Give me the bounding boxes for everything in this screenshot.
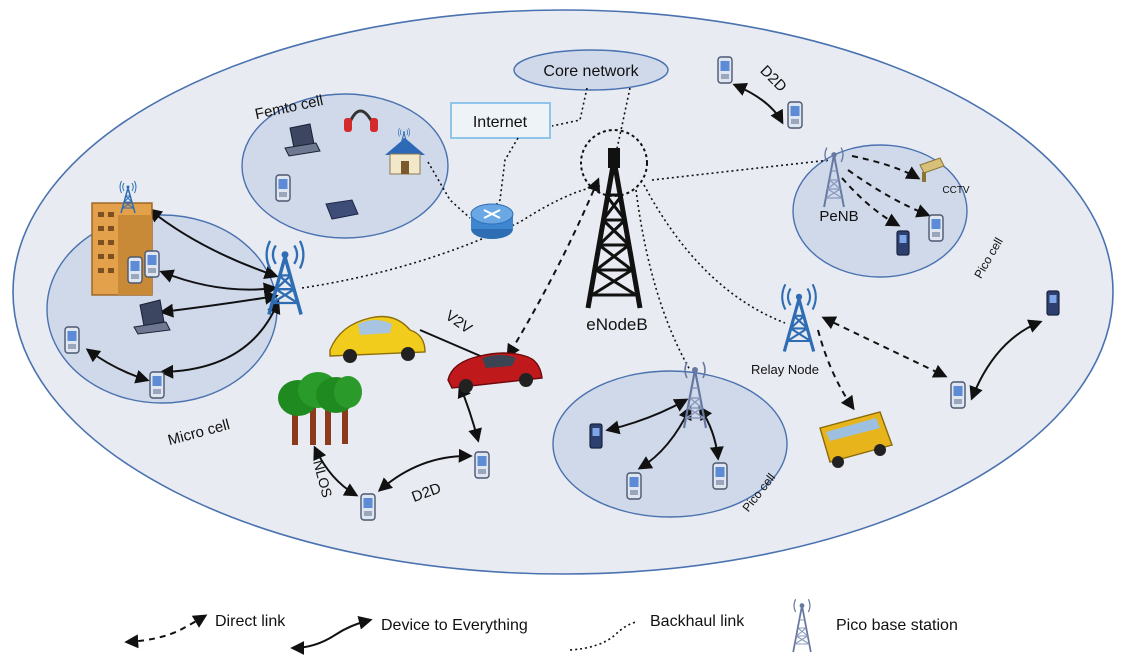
router-icon xyxy=(470,203,514,239)
phone-icon xyxy=(275,174,291,202)
backhaul-enodeb-penb xyxy=(651,159,831,181)
yellow-car-icon xyxy=(329,315,426,363)
legend: Direct link Device to Everything Backhau… xyxy=(124,598,958,655)
bus-icon xyxy=(819,411,893,468)
legend-d2x-label: Device to Everything xyxy=(381,617,528,634)
trees-icon xyxy=(278,372,362,445)
legend-backhaul: Backhaul link xyxy=(569,613,745,651)
backhaul-core-internet xyxy=(551,87,588,127)
d2x-tower-phone xyxy=(159,269,278,297)
legend-direct-link: Direct link xyxy=(124,613,286,649)
legend-pico-bs: Pico base station xyxy=(792,598,958,653)
legend-d2x: Device to Everything xyxy=(290,615,528,655)
d2x-phone-phone xyxy=(85,348,150,384)
phone-icon xyxy=(712,462,728,490)
cctv-icon xyxy=(919,157,945,182)
phone-icon xyxy=(896,230,910,256)
penb-label: PeNB xyxy=(819,208,858,225)
laptop-icon xyxy=(284,123,321,157)
pico-base-station-icon xyxy=(792,598,812,653)
direct-relay-bus xyxy=(817,329,855,411)
d2x-phone-phone-right xyxy=(969,319,1043,401)
phone-icon xyxy=(787,101,803,129)
phone-icon xyxy=(127,256,143,284)
phone-icon xyxy=(950,381,966,409)
d2x-d2d-top xyxy=(732,82,784,125)
internet-box xyxy=(450,102,551,139)
phone-icon xyxy=(626,472,642,500)
direct-links xyxy=(506,155,948,411)
d2x-d2d-bottom xyxy=(377,448,473,492)
legend-direct-label: Direct link xyxy=(215,613,286,630)
phone-icon xyxy=(1046,290,1060,316)
internet-label: Internet xyxy=(473,114,528,131)
phone-icon xyxy=(360,493,376,521)
phone-icon xyxy=(717,56,733,84)
phone-icon xyxy=(64,326,80,354)
d2x-tree-phone xyxy=(313,445,359,497)
legend-pico-label: Pico base station xyxy=(836,617,958,634)
phone-icon xyxy=(144,250,160,278)
core-network-node xyxy=(513,49,669,91)
backhaul-internet-router xyxy=(491,137,519,211)
headset-icon xyxy=(344,109,378,132)
relay-node-label: Relay Node xyxy=(751,362,819,377)
phone-icon xyxy=(149,371,165,399)
direct-relay-phone xyxy=(821,316,948,378)
backhaul-femto-router xyxy=(427,161,471,219)
router-box-icon xyxy=(325,199,359,220)
legend-backhaul-label: Backhaul link xyxy=(650,613,745,630)
direct-penb-phone1 xyxy=(847,169,931,218)
direct-enodeb-car xyxy=(506,177,601,359)
cctv-label: CCTV xyxy=(942,185,970,196)
red-car-icon xyxy=(447,352,543,393)
direct-penb-phone2 xyxy=(841,177,901,227)
phone-icon xyxy=(474,451,490,479)
phone-icon xyxy=(928,214,944,242)
enodeb-label: eNodeB xyxy=(586,315,647,334)
backhaul-enodeb-pico xyxy=(635,189,691,371)
office-building xyxy=(91,202,153,296)
d2x-tower-phone2 xyxy=(159,299,281,379)
core-network-label: Core network xyxy=(543,63,639,80)
phone-icon xyxy=(589,423,603,449)
laptop-icon xyxy=(133,299,171,335)
home-gateway-icon xyxy=(385,138,425,175)
